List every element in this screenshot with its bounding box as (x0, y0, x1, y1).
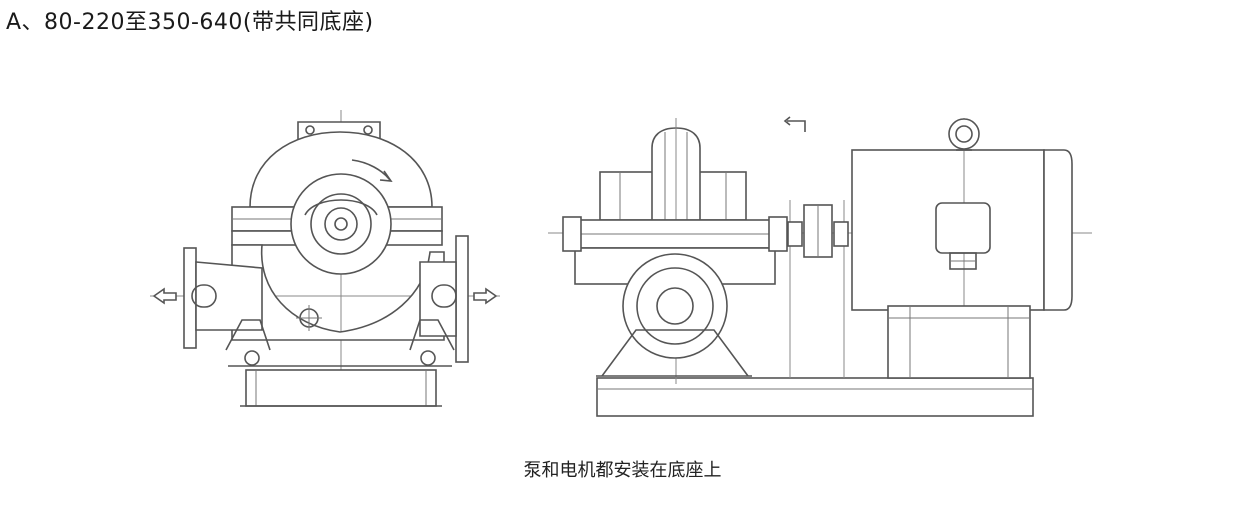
figure-title: A、80-220至350-640(带共同底座) (6, 10, 374, 35)
pump-side-view (150, 110, 500, 407)
pump-motor-front-view (548, 116, 1092, 417)
figure-caption: 泵和电机都安装在底座上 (523, 460, 722, 481)
